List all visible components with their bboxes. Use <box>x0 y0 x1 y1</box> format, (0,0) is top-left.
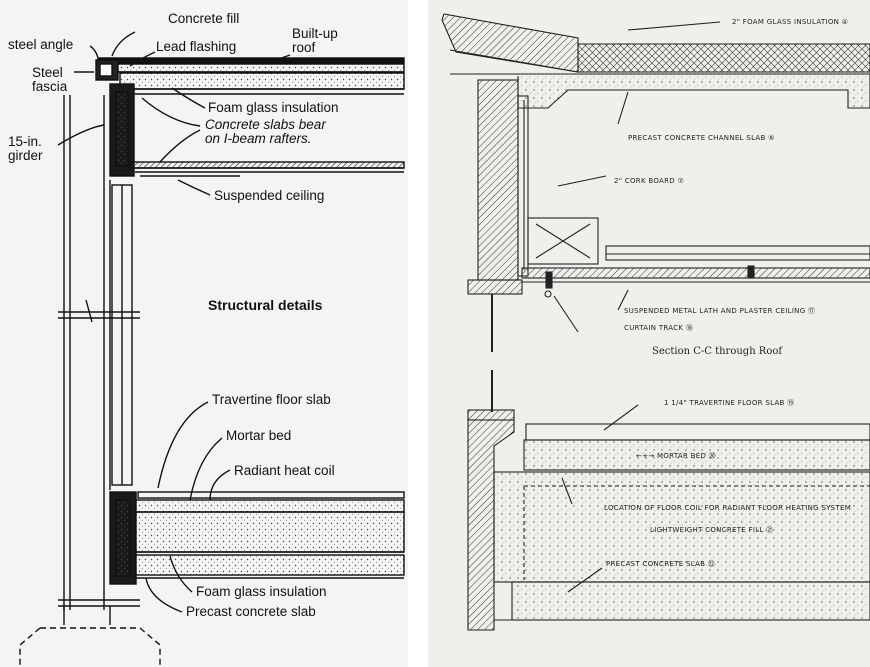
concrete-slabs-label: Concrete slabs bear on I-beam rafters. <box>205 117 326 146</box>
steel-angle-label: steel angle <box>8 37 74 52</box>
precast-slab-label-right: PRECAST CONCRETE SLAB ㉒ <box>606 560 716 568</box>
channel-slab-label: PRECAST CONCRETE CHANNEL SLAB ⑤ <box>628 134 775 142</box>
suspended-ceiling-label: Suspended ceiling <box>214 188 325 203</box>
precast-slab-label: Precast concrete slab <box>186 604 316 619</box>
foam-glass-insulation-label: 2" FOAM GLASS INSULATION ④ <box>732 18 849 26</box>
lath-ceiling-label: SUSPENDED METAL LATH AND PLASTER CEILING… <box>624 307 816 315</box>
foam-glass-top-label: Foam glass insulation <box>208 100 339 115</box>
right-linework <box>441 13 870 631</box>
mortar-bed-label: Mortar bed <box>226 428 292 443</box>
steel-fascia-label: Steel fascia <box>32 65 68 94</box>
built-up-roof <box>97 57 405 64</box>
section-cc-drawing: 2" FOAM GLASS INSULATION ④ PRECAST CONCR… <box>428 0 870 667</box>
girder-label: 15-in. girder <box>8 134 43 163</box>
mortar-bed-label-right: ←+→ MORTAR BED ⑳ <box>636 452 716 460</box>
built-up-roof-label: Built-up roof <box>292 26 338 55</box>
travertine-slab-label: 1 1/4" TRAVERTINE FLOOR SLAB ⑲ <box>664 399 795 407</box>
foam-glass-bottom-label: Foam glass insulation <box>196 584 327 599</box>
travertine-label: Travertine floor slab <box>212 392 331 407</box>
lightweight-fill-label: LIGHTWEIGHT CONCRETE FILL ㉑ <box>650 526 774 534</box>
concrete-fill-label: Concrete fill <box>168 11 240 26</box>
section-caption: Section C-C through Roof <box>652 346 783 357</box>
structural-details-drawing: Concrete fill steel angle Lead flashing … <box>0 0 408 667</box>
floor-coil-label: LOCATION OF FLOOR COIL FOR RADIANT FLOOR… <box>604 504 852 512</box>
lead-flashing-label: Lead flashing <box>156 39 237 54</box>
cork-board-label: 2" CORK BOARD ⑦ <box>614 177 685 185</box>
radiant-heat-coil-label: Radiant heat coil <box>234 463 335 478</box>
left-linework <box>19 31 405 667</box>
structural-details-title: Structural details <box>208 297 323 313</box>
curtain-track-label: CURTAIN TRACK ⑱ <box>624 324 694 332</box>
